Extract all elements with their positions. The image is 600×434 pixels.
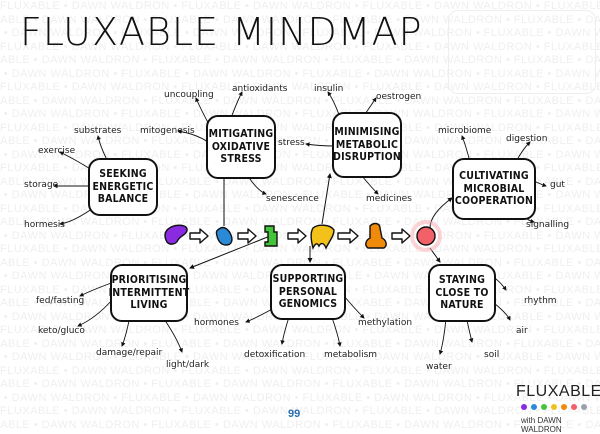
label-hormones: hormones [194,318,239,328]
node-supporting-personal-genomics: SUPPORTING PERSONAL GENOMICS [270,264,346,320]
label-metabolism: metabolism [324,350,378,360]
purple-blob [164,224,188,245]
brand-byline: with DAWN WALDRON [521,416,562,434]
node-seeking-energetic-balance: SEEKING ENERGETIC BALANCE [88,158,158,216]
label-fed-fasting: fed/fasting [36,296,85,306]
label-medicines: medicines [366,194,412,204]
label-hormesis: hormesis [24,220,65,230]
page-number: 99 [288,408,301,420]
label-digestion: digestion [506,134,548,144]
label-detoxification: detoxification [244,350,306,360]
label-uncoupling: uncoupling [164,90,214,100]
label-insulin: insulin [314,84,344,94]
label-exercise: exercise [38,146,76,156]
node-cultivating-microbial-cooperation: CULTIVATING MICROBIAL COOPERATION [452,158,536,220]
label-storage: storage [24,180,59,190]
label-antioxidants: antioxidants [232,84,288,94]
green-blob [264,225,278,247]
label-oestrogen: oestrogen [376,92,422,102]
orange-blob [365,222,387,249]
label-microbiome: microbiome [438,126,492,136]
pink-blob [416,226,436,246]
blue-blob [215,226,233,246]
label-mitogenesis: mitogenesis [140,126,195,136]
label-damage-repair: damage/repair [96,348,163,358]
page-title: FLUXABLE MINDMAP [20,10,423,54]
label-gut: gut [550,180,565,190]
label-water: water [426,362,452,372]
label-stress: stress [278,138,305,148]
faint-panel [448,10,596,94]
label-light-dark: light/dark [166,360,210,370]
label-rhythm: rhythm [524,296,557,306]
yellow-blob [310,224,335,251]
node-mitigating-oxidative-stress: MITIGATING OXIDATIVE STRESS [206,115,276,179]
label-senescence: senescence [266,194,319,204]
label-keto-gluco: keto/gluco [38,326,85,336]
label-signalling: signalling [526,220,570,230]
label-air: air [516,326,528,336]
label-substrates: substrates [74,126,122,136]
brand-colored-blobs [521,404,587,410]
node-prioritising-intermittent-living: PRIORITISING INTERMITTENT LIVING [109,264,189,322]
node-minimising-metabolic-disruption: MINIMISING METABOLIC DISRUPTION [332,112,402,178]
brand-logo: FLUXABLE [516,383,600,400]
node-staying-close-to-nature: STAYING CLOSE TO NATURE [428,264,496,322]
label-methylation: methylation [358,318,413,328]
label-soil: soil [484,350,500,360]
